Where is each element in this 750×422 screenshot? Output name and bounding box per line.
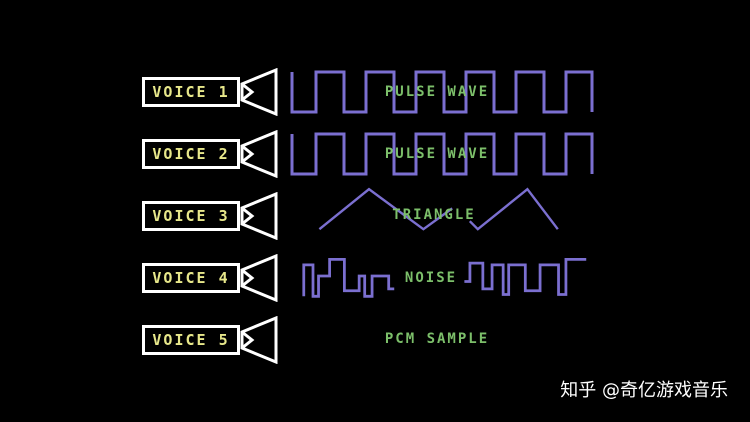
wave-label-5: PCM SAMPLE <box>384 331 490 347</box>
speaker-icon <box>240 68 278 116</box>
speaker-icon <box>240 192 278 240</box>
voice-4-label: VOICE 4 <box>152 269 230 287</box>
wave-label-3: TRIANGLE <box>392 207 476 223</box>
voice-3-box: VOICE 3 <box>142 201 240 231</box>
wave-label-2: PULSE WAVE <box>384 146 490 162</box>
speaker-icon <box>240 130 278 178</box>
voice-2-label: VOICE 2 <box>152 145 230 163</box>
voice-4-box: VOICE 4 <box>142 263 240 293</box>
wave-label-4: NOISE <box>404 270 458 286</box>
speaker-icon <box>240 254 278 302</box>
voice-3-label: VOICE 3 <box>152 207 230 225</box>
watermark: 知乎 @奇亿游戏音乐 <box>560 380 728 401</box>
voice-1-label: VOICE 1 <box>152 83 230 101</box>
wave-label-1: PULSE WAVE <box>384 84 490 100</box>
pulse-wave-2 <box>290 132 594 176</box>
pulse-wave-1 <box>290 70 594 114</box>
voice-5-label: VOICE 5 <box>152 331 230 349</box>
triangle-wave <box>318 187 559 231</box>
noise-wave <box>302 258 587 298</box>
voice-5-box: VOICE 5 <box>142 325 240 355</box>
speaker-icon <box>240 316 278 364</box>
voice-1-box: VOICE 1 <box>142 77 240 107</box>
voice-2-box: VOICE 2 <box>142 139 240 169</box>
